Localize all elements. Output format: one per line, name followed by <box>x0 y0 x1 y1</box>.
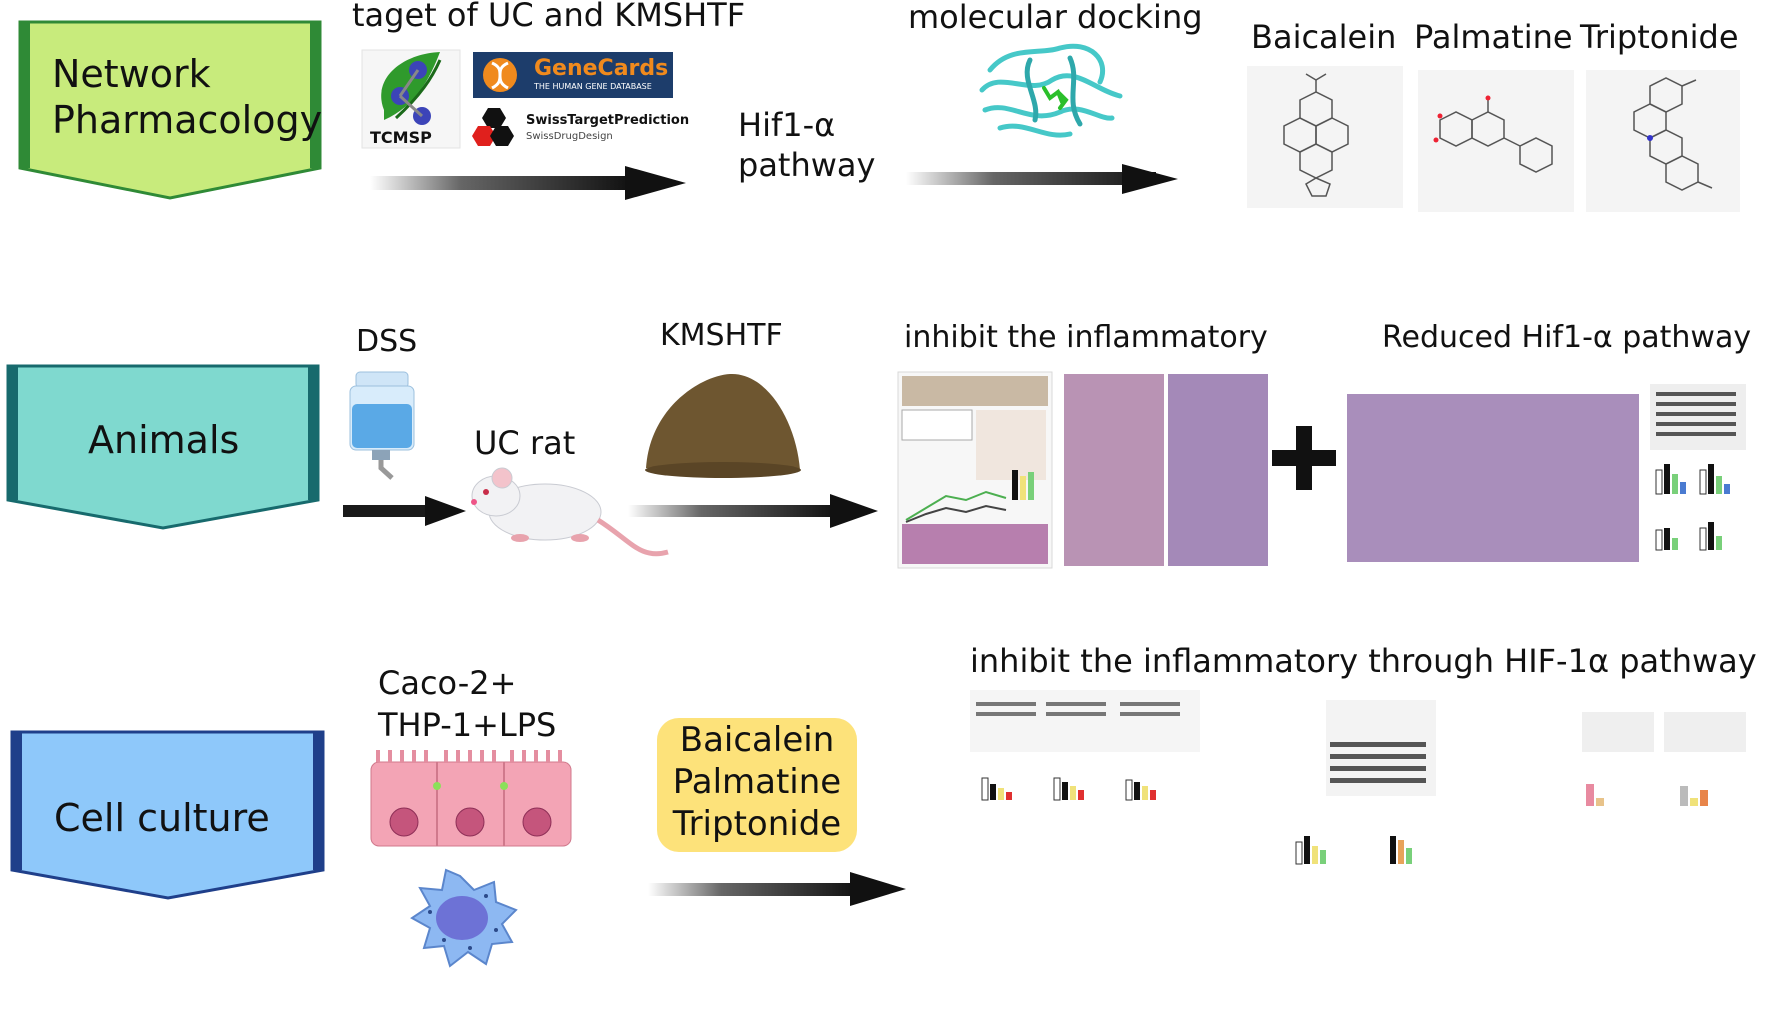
cell-results-panel-2 <box>1295 700 1436 865</box>
drug-triptonide: Triptonide <box>672 804 842 844</box>
protein-structure-image <box>979 43 1123 138</box>
kmshtf-label: KMSHTF <box>660 318 783 353</box>
pathway-label-line1: Hif1-α <box>738 106 836 144</box>
genecards-logo <box>473 52 673 98</box>
animal-results-panel-2 <box>1064 374 1268 566</box>
cell-model-line2: THP-1+LPS <box>378 706 557 744</box>
arrow-databases-to-pathway <box>370 166 686 200</box>
kmshtf-powder-image <box>645 373 801 478</box>
genecards-label: GeneCards <box>534 56 669 81</box>
result-hif-label: Reduced Hif1-α pathway <box>1382 320 1752 355</box>
compound-label-triptonide: Triptonide <box>1580 18 1739 56</box>
network-label-line2: Pharmacology <box>52 98 323 142</box>
drug-palmatine: Palmatine <box>672 762 842 802</box>
genecards-subtitle: THE HUMAN GENE DATABASE <box>534 82 652 91</box>
uc-rat-label: UC rat <box>474 424 576 462</box>
cell-culture-banner <box>10 730 325 900</box>
arrow-kmshtf-to-results <box>628 494 878 528</box>
compound-label-palmatine: Palmatine <box>1414 18 1573 56</box>
animal-results-panel-4 <box>1650 384 1746 551</box>
cell-result-label: inhibit the inflammatory through HIF-1α … <box>970 642 1757 680</box>
network-pharmacology-banner <box>18 20 322 200</box>
drug-combination-box: Baicalein Palmatine Triptonide <box>657 718 857 852</box>
swiss-label: SwissTargetPrediction <box>526 113 690 128</box>
swiss-subtitle: SwissDrugDesign <box>526 131 613 142</box>
cell-culture-label: Cell culture <box>54 796 270 840</box>
arrow-dss-to-rat <box>343 496 466 526</box>
animals-label: Animals <box>88 418 240 462</box>
rat-image <box>471 467 669 557</box>
dss-water-bottle-icon <box>349 371 415 480</box>
dss-label: DSS <box>356 324 418 359</box>
animal-results-panel-3 <box>1347 394 1639 562</box>
cell-results-panel-3 <box>1582 712 1746 806</box>
cell-results-panel-1 <box>970 690 1200 801</box>
arrow-pathway-to-docking <box>906 164 1178 194</box>
pathway-label-line2: pathway <box>738 146 876 184</box>
cell-model-line1: Caco-2+ <box>378 664 517 702</box>
swiss-logo <box>472 108 514 146</box>
caco2-cells-image <box>370 750 572 847</box>
drug-baicalein: Baicalein <box>679 720 835 760</box>
cell-bar-groups <box>981 777 1156 801</box>
tcmsp-logo <box>361 49 461 149</box>
arrow-cells-to-results <box>648 872 906 906</box>
palmatine-structure <box>1418 70 1574 212</box>
animal-results-panel-1 <box>897 371 1053 569</box>
databases-heading: taget of UC and KMSHTF <box>352 0 746 34</box>
animals-banner <box>6 364 320 530</box>
result-inflammatory-label: inhibit the inflammatory <box>904 320 1268 355</box>
tcmsp-label: TCMSP <box>370 128 432 147</box>
triptonide-structure <box>1586 70 1740 212</box>
docking-label: molecular docking <box>908 0 1203 36</box>
baicalein-structure <box>1247 66 1403 208</box>
plus-sign <box>1272 426 1336 490</box>
network-label-line1: Network <box>52 52 211 96</box>
thp1-macrophage-image <box>410 868 518 968</box>
compound-label-baicalein: Baicalein <box>1251 18 1397 56</box>
